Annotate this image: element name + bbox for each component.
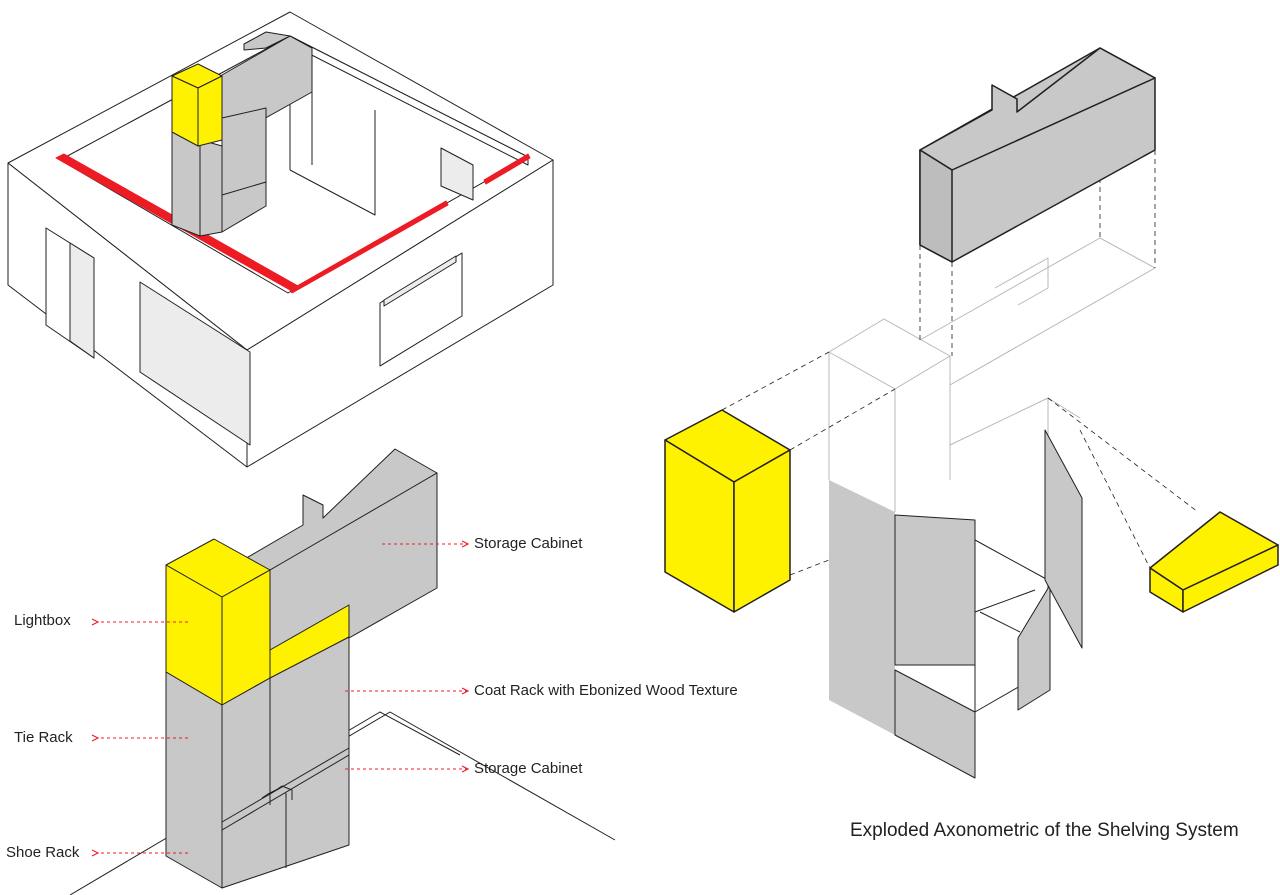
exploded-axonometric bbox=[664, 47, 1279, 779]
door-recess bbox=[69, 242, 95, 359]
exploded-lower-cabinet bbox=[829, 429, 1083, 779]
window-right-recess bbox=[383, 255, 457, 307]
inner-wall-line bbox=[289, 110, 376, 216]
room-cabinet-side bbox=[171, 131, 223, 237]
window-left-wall bbox=[139, 281, 251, 446]
leader-lines bbox=[98, 544, 468, 853]
inner-doorway bbox=[440, 147, 474, 201]
exploded-storage-cabinet bbox=[919, 47, 1156, 263]
exploded-yellow-box bbox=[1149, 511, 1279, 613]
diagram-caption: Exploded Axonometric of the Shelving Sys… bbox=[850, 820, 1239, 841]
label-shoe-rack: Shoe Rack bbox=[6, 844, 80, 861]
room-lightbox-right bbox=[197, 75, 223, 147]
label-lightbox: Lightbox bbox=[14, 612, 71, 629]
room-cabinet-seam-2 bbox=[221, 181, 267, 196]
ghost-outlines bbox=[828, 237, 1156, 512]
handle-detail bbox=[261, 785, 293, 800]
red-rail-short bbox=[483, 153, 531, 185]
room-storage-notch bbox=[243, 31, 291, 51]
lower-cabinet-seam bbox=[221, 747, 350, 823]
red-rail-right bbox=[289, 200, 449, 294]
label-storage-cabinet-top: Storage Cabinet bbox=[474, 535, 583, 552]
label-coat-rack: Coat Rack with Ebonized Wood Texture bbox=[474, 682, 738, 699]
projection-lines bbox=[721, 150, 1199, 576]
room-axonometric bbox=[7, 11, 554, 468]
labeled-shelving-unit bbox=[69, 448, 616, 895]
exploded-lightbox bbox=[664, 409, 791, 613]
tie-rack-side bbox=[165, 671, 223, 889]
label-tie-rack: Tie Rack bbox=[14, 729, 73, 746]
label-storage-cabinet-bottom: Storage Cabinet bbox=[474, 760, 583, 777]
